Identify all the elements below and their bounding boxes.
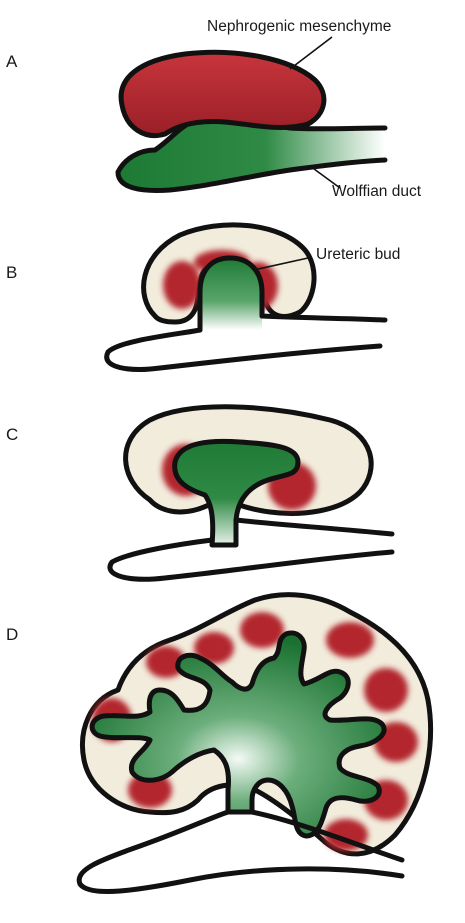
label-wolffian-duct: Wolffian duct — [332, 183, 421, 201]
panel-letter-b: B — [6, 263, 17, 283]
panel-c-illustration — [110, 407, 392, 579]
panel-letter-d: D — [6, 625, 18, 645]
panel-letter-a: A — [6, 52, 17, 72]
panel-a-illustration — [118, 52, 385, 190]
label-nephrogenic-mesenchyme: Nephrogenic mesenchyme — [207, 18, 391, 36]
nephrogenic-mesenchyme-shape — [121, 52, 324, 135]
panel-d-illustration — [79, 595, 430, 892]
leader-nephrogenic-mesenchyme — [290, 37, 332, 69]
panel-letter-c: C — [6, 425, 18, 445]
panel-c-duct — [110, 520, 392, 579]
label-ureteric-bud: Ureteric bud — [316, 246, 400, 264]
